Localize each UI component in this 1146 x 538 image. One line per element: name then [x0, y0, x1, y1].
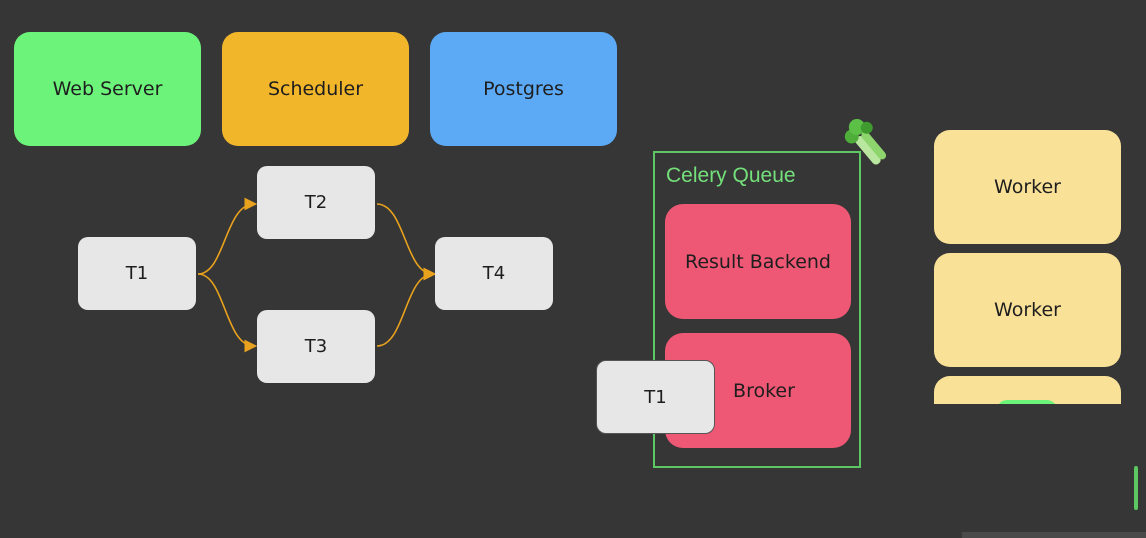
worker-node-partial [934, 376, 1124, 404]
video-overlay-edge [1134, 466, 1138, 510]
web-server-node: Web Server [14, 32, 201, 146]
worker-node: Worker [934, 130, 1121, 244]
edge-t1-t3 [197, 273, 258, 353]
video-overlay-corner [962, 532, 1146, 538]
result-backend-node: Result Backend [665, 204, 851, 319]
celery-queue-container [653, 151, 861, 468]
worker-node: Worker [934, 253, 1121, 367]
task-t3: T3 [257, 310, 375, 383]
scheduler-node: Scheduler [222, 32, 409, 146]
postgres-node: Postgres [430, 32, 617, 146]
task-t2: T2 [257, 166, 375, 239]
queued-task-t1: T1 [596, 360, 715, 434]
edge-t1-t2 [197, 197, 258, 275]
task-t4: T4 [435, 237, 553, 310]
edge-t3-t4 [376, 267, 437, 347]
celery-queue-title: Celery Queue [666, 164, 796, 187]
task-t1: T1 [78, 237, 196, 310]
